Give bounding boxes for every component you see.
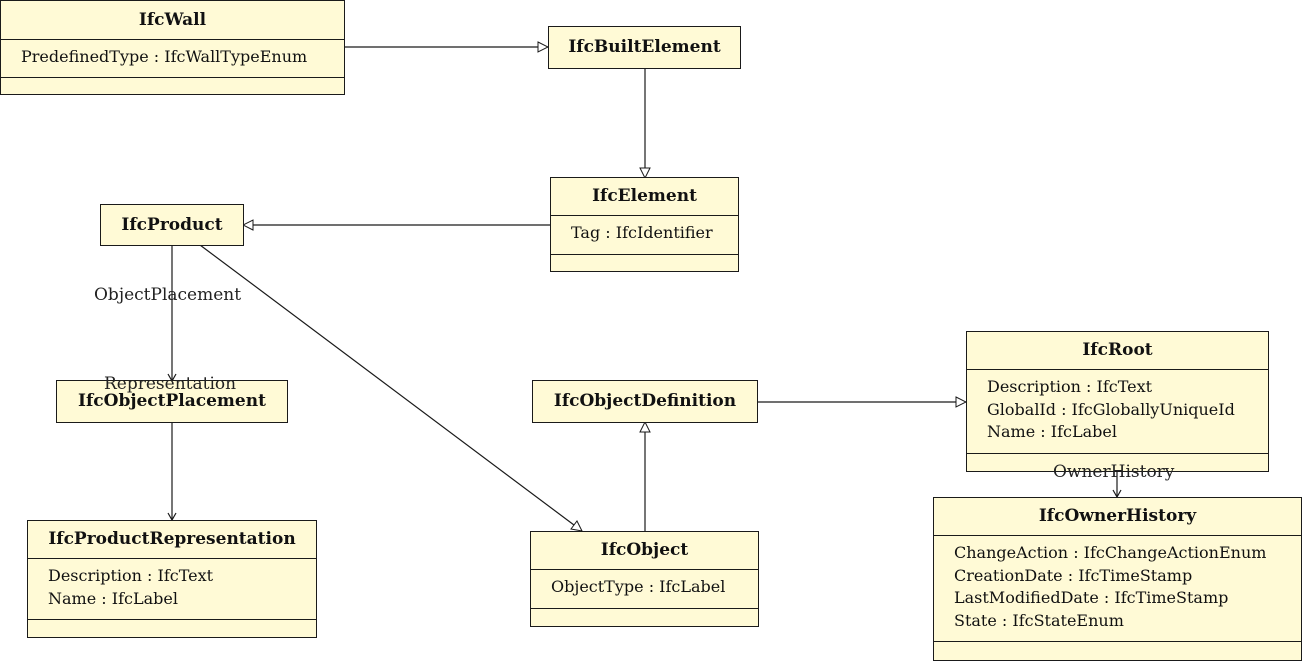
class-attributes: PredefinedType : IfcWallTypeEnum bbox=[1, 39, 344, 77]
class-ifc-product-representation: IfcProductRepresentation Description : I… bbox=[27, 520, 317, 638]
attribute: LastModifiedDate : IfcTimeStamp bbox=[954, 588, 1229, 607]
attribute: Name : IfcLabel bbox=[48, 588, 178, 608]
class-name: IfcProductRepresentation bbox=[48, 529, 296, 549]
class-name: IfcObjectPlacement bbox=[78, 391, 266, 411]
class-name: IfcElement bbox=[592, 186, 697, 206]
class-ifc-root: IfcRoot Description : IfcText GlobalId :… bbox=[966, 331, 1269, 472]
class-ifc-object-definition: IfcObjectDefinition bbox=[532, 380, 758, 423]
attribute: ObjectType : IfcLabel bbox=[551, 577, 726, 596]
label-object-placement: ObjectPlacement bbox=[94, 285, 242, 305]
attribute: PredefinedType : IfcWallTypeEnum bbox=[21, 47, 308, 66]
attribute: State : IfcStateEnum bbox=[954, 610, 1124, 630]
class-operations bbox=[934, 641, 1301, 660]
attribute: ChangeAction : IfcChangeActionEnum bbox=[954, 543, 1267, 562]
generalization-product-to-object bbox=[199, 244, 582, 531]
class-operations bbox=[967, 453, 1268, 471]
label-owner-history: OwnerHistory bbox=[1053, 462, 1175, 482]
class-ifc-wall: IfcWall PredefinedType : IfcWallTypeEnum bbox=[0, 0, 345, 95]
class-attributes: Description : IfcText Name : IfcLabel bbox=[28, 558, 316, 619]
class-name: IfcRoot bbox=[1082, 340, 1153, 360]
class-ifc-owner-history: IfcOwnerHistory ChangeAction : IfcChange… bbox=[933, 497, 1302, 661]
class-operations bbox=[551, 254, 738, 271]
attribute: Description : IfcText bbox=[48, 566, 214, 585]
attribute: Description : IfcText bbox=[987, 377, 1153, 396]
class-name: IfcProduct bbox=[121, 214, 223, 235]
attribute: CreationDate : IfcTimeStamp bbox=[954, 565, 1193, 585]
attribute: Name : IfcLabel bbox=[987, 422, 1117, 441]
label-representation: Representation bbox=[104, 374, 237, 394]
class-name: IfcObjectDefinition bbox=[553, 391, 737, 411]
class-attributes: ObjectType : IfcLabel bbox=[531, 569, 758, 608]
class-operations bbox=[1, 77, 344, 94]
class-name: IfcOwnerHistory bbox=[1038, 506, 1197, 526]
attribute: GlobalId : IfcGloballyUniqueId bbox=[987, 399, 1235, 419]
class-ifc-object-placement: IfcObjectPlacement bbox=[56, 380, 288, 423]
class-attributes: Tag : IfcIdentifier bbox=[551, 215, 738, 254]
class-name: IfcObject bbox=[600, 540, 689, 560]
class-name: IfcWall bbox=[138, 9, 207, 30]
class-attributes: ChangeAction : IfcChangeActionEnum Creat… bbox=[934, 535, 1301, 641]
class-name: IfcBuiltElement bbox=[568, 37, 721, 57]
class-ifc-element: IfcElement Tag : IfcIdentifier bbox=[550, 177, 739, 272]
class-operations bbox=[531, 608, 758, 626]
class-attributes: Description : IfcText GlobalId : IfcGlob… bbox=[967, 369, 1268, 453]
class-ifc-product: IfcProduct bbox=[100, 204, 244, 246]
class-ifc-built-element: IfcBuiltElement bbox=[548, 26, 741, 69]
attribute: Tag : IfcIdentifier bbox=[571, 223, 713, 242]
class-ifc-object: IfcObject ObjectType : IfcLabel bbox=[530, 531, 759, 627]
class-operations bbox=[28, 619, 316, 637]
